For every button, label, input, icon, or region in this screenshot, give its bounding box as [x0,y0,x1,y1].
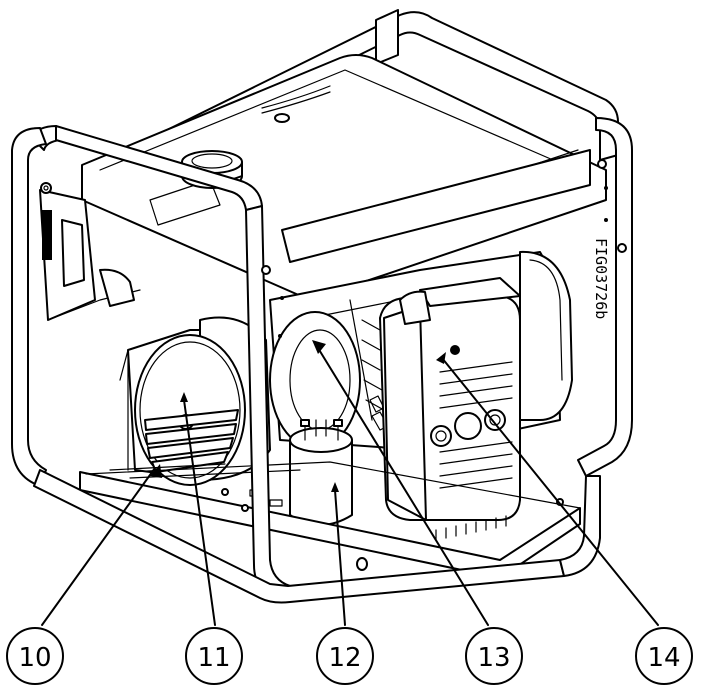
callout-label: 13 [477,643,510,673]
leader-lines [41,347,659,626]
callout-label: 11 [197,643,230,673]
callout-13: 13 [465,627,523,685]
callout-label: 12 [328,643,361,673]
muffler-guard [379,277,521,521]
figure-id: FIG03726b [592,238,610,319]
callout-12: 12 [316,627,374,685]
callout-14: 14 [635,627,693,685]
fuel-tank [81,54,607,301]
callout-11: 11 [185,627,243,685]
callout-label: 10 [18,643,51,673]
control-panel [39,189,141,321]
frame-front [11,125,627,604]
callout-label: 14 [647,643,680,673]
recoil-housing [519,250,573,421]
callout-10: 10 [6,627,64,685]
side-bolts [278,186,608,338]
capacitor [289,419,353,526]
